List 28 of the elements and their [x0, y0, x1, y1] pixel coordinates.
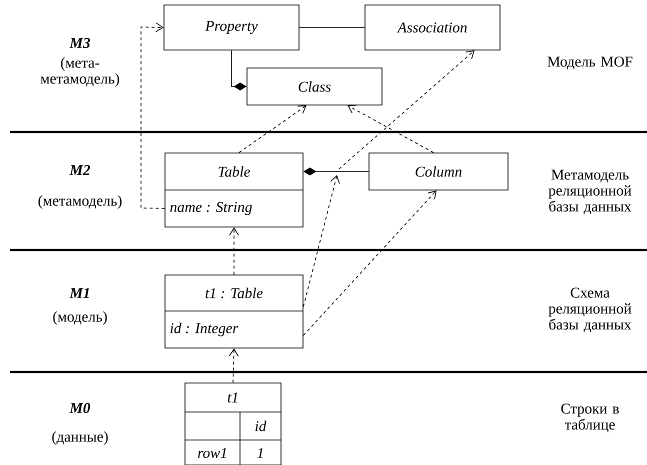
association-line — [299, 27, 365, 28]
class-box: Column — [368, 152, 508, 190]
class-box: Property — [164, 4, 300, 50]
level-description: Модель MOF — [548, 56, 632, 70]
level-name: M3 — [69, 38, 90, 48]
dependency-arrow — [303, 190, 436, 336]
level-description: Схема реляционной базы данных — [548, 288, 632, 332]
class-box: t1 : Table id : Integer — [164, 274, 304, 348]
dependency-arrow — [338, 50, 474, 170]
class-box: Association — [364, 4, 500, 50]
level-name: M0 — [69, 402, 90, 414]
data-table: t1 id row1 1 — [184, 382, 282, 465]
class-box: Class — [246, 68, 382, 106]
dependency-arrow — [238, 105, 306, 153]
level-name: M1 — [69, 288, 89, 298]
level-note: (данные) — [52, 431, 108, 445]
dependency-arrow — [140, 22, 165, 209]
level-note: (модель) — [53, 311, 107, 325]
dependency-arrow — [303, 175, 340, 307]
dependency-arrow — [348, 104, 434, 153]
level-note: (метамодель) — [38, 195, 122, 209]
dependency-arrow — [228, 348, 239, 383]
level-name: M2 — [69, 165, 90, 175]
class-box: Table name : String — [164, 152, 304, 228]
level-description: Метамодель реляционной базы данных — [548, 170, 632, 214]
dependency-arrow — [229, 227, 239, 275]
level-note: (мета-метамодель) — [40, 57, 120, 87]
level-description: Строки в таблице — [561, 404, 619, 432]
